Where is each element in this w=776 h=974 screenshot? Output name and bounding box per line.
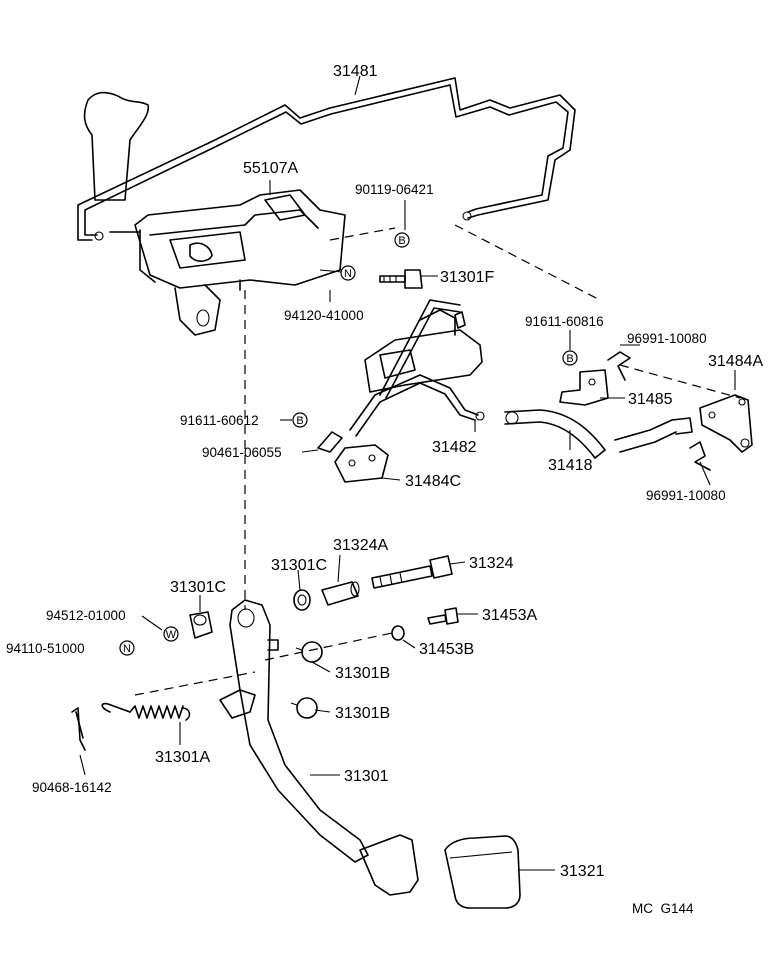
label-90461-06055: 90461-06055 <box>202 445 282 460</box>
label-31453B: 31453B <box>419 641 474 658</box>
label-31482: 31482 <box>432 439 477 456</box>
bracket-31484C <box>334 444 389 483</box>
label-31301F: 31301F <box>440 269 494 286</box>
clip-96991-10080-top <box>607 351 631 381</box>
badge-letter: B <box>296 415 303 427</box>
dashed-line-31485-to-31484A <box>619 364 741 399</box>
label-31324: 31324 <box>469 555 514 572</box>
label-55107A: 55107A <box>243 160 298 177</box>
badge-letter: B <box>398 235 405 247</box>
reservoir-outline <box>83 91 150 201</box>
label-31484A: 31484A <box>708 353 763 370</box>
pedal-arm-31301 <box>219 599 419 896</box>
dashed-line-spring-to-pedal <box>134 671 256 696</box>
dashed-line-bracket-to-pipe <box>329 227 396 241</box>
bushing-31301C-mid <box>293 589 311 611</box>
label-90468-16142: 90468-16142 <box>32 780 112 795</box>
bracket-31484A <box>699 394 753 453</box>
cushion-31301B-bottom <box>290 697 318 719</box>
label-31301C-mid: 31301C <box>271 557 327 574</box>
label-91611-60816: 91611-60816 <box>525 314 604 329</box>
badge-91611-60816-B: B <box>562 350 578 366</box>
badge-91611-60612-B: B <box>292 412 308 428</box>
master-cylinder-31482 <box>349 299 485 437</box>
label-31301A: 31301A <box>155 749 210 766</box>
label-31485: 31485 <box>628 391 673 408</box>
label-31481: 31481 <box>333 63 378 80</box>
diagram-code: MC G144 <box>632 901 694 916</box>
label-31324A: 31324A <box>333 537 388 554</box>
spring-31301A <box>101 702 191 721</box>
bolt-31453A <box>427 607 459 625</box>
badge-letter: N <box>344 268 352 280</box>
nut-31453B <box>391 625 405 641</box>
badge-letter: W <box>166 629 177 641</box>
label-31484C: 31484C <box>405 473 461 490</box>
label-94110-51000: 94110-51000 <box>6 641 85 656</box>
bracket-31485 <box>559 369 609 406</box>
badge-94120-N: N <box>340 265 356 281</box>
label-31321: 31321 <box>560 863 605 880</box>
dashed-line-pipe-to-bracket-right <box>454 224 601 301</box>
bracket-55107A <box>109 189 346 336</box>
label-31301B-top: 31301B <box>335 665 390 682</box>
leader-lines <box>79 75 736 871</box>
hose-31418 <box>504 409 693 459</box>
label-31301: 31301 <box>344 768 389 785</box>
badge-90119-B: B <box>394 232 410 248</box>
label-31301C-left: 31301C <box>170 579 226 596</box>
label-94120-41000: 94120-41000 <box>284 308 364 323</box>
badge-letter: B <box>566 353 573 365</box>
collar-31324A <box>321 581 360 606</box>
label-31301B-bottom: 31301B <box>335 705 390 722</box>
label-96991-10080-bottom: 96991-10080 <box>646 488 726 503</box>
clip-90461-06055 <box>317 431 343 453</box>
label-31418: 31418 <box>548 457 593 474</box>
pin-90468-16142 <box>71 707 86 751</box>
clip-96991-10080-bottom <box>689 441 711 471</box>
bushing-31301C-left <box>189 611 213 639</box>
bolt-31324 <box>371 555 453 589</box>
label-31453A: 31453A <box>482 607 537 624</box>
label-94512-01000: 94512-01000 <box>46 608 126 623</box>
badge-94512-W: W <box>163 626 179 642</box>
pedal-pad-31321 <box>444 835 521 909</box>
badge-94110-N: N <box>119 640 135 656</box>
label-90119-06421: 90119-06421 <box>355 182 434 197</box>
pipe-31481 <box>77 77 576 241</box>
label-96991-10080-top: 96991-10080 <box>627 331 707 346</box>
bolt-31301F <box>379 269 423 289</box>
label-91611-60612: 91611-60612 <box>180 413 259 428</box>
dashed-line-pedal-to-31453B <box>264 632 393 661</box>
badge-letter: N <box>123 643 131 655</box>
